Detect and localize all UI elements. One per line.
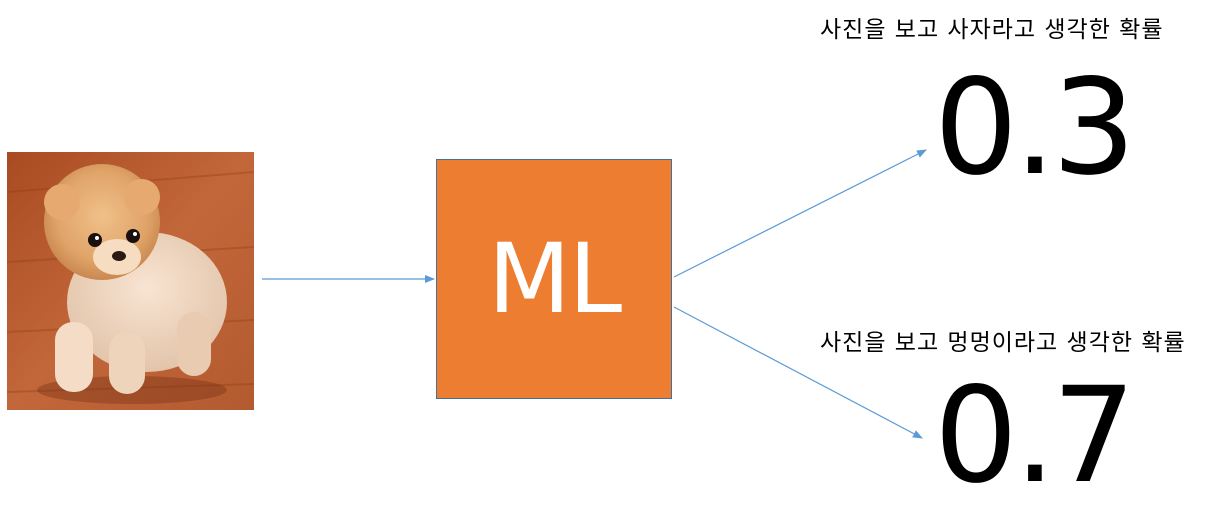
lion-probability-value: 0.3 (934, 51, 1136, 205)
flow-arrows (262, 149, 927, 439)
input-puppy-photo (7, 152, 254, 410)
dog-probability-caption: 사진을 보고 멍멍이라고 생각한 확률 (820, 330, 1186, 356)
output-arrow-lion (673, 149, 927, 278)
dog-probability-value: 0.7 (934, 359, 1136, 513)
ml-model-box: ML (436, 159, 672, 399)
output-arrow-dog (673, 306, 923, 439)
lion-probability-caption: 사진을 보고 사자라고 생각한 확률 (820, 17, 1164, 43)
ml-label: ML (487, 223, 622, 335)
